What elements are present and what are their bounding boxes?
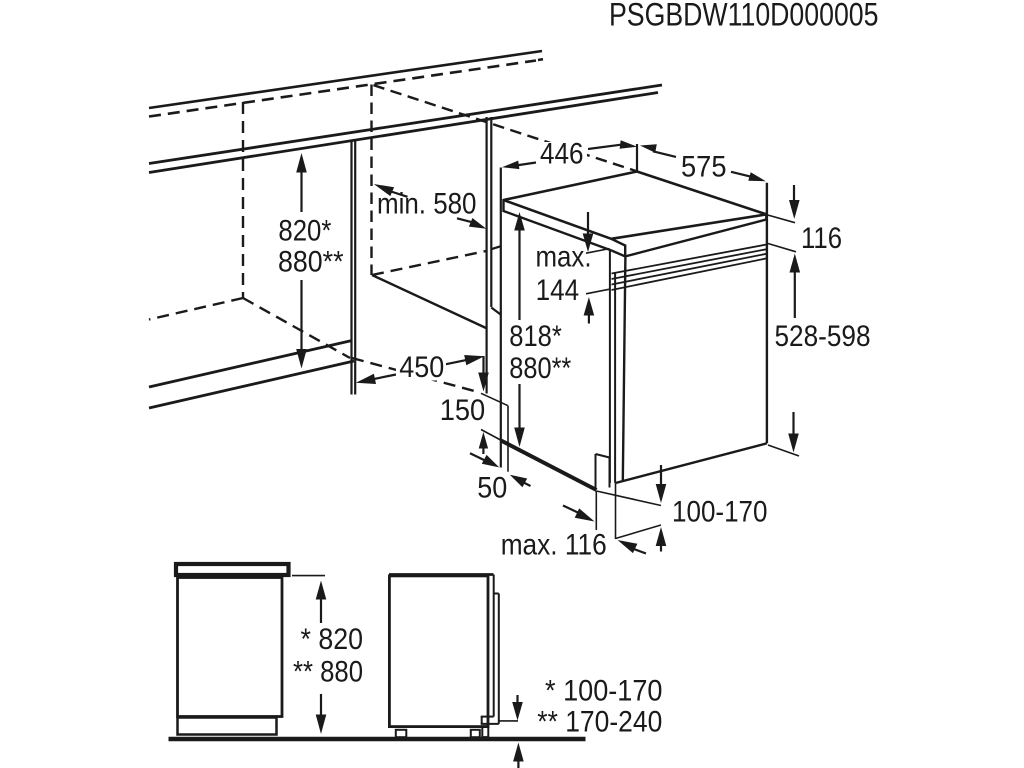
svg-text:** 170-240: ** 170-240 [537,706,662,739]
svg-text:116: 116 [801,222,842,255]
svg-text:575: 575 [681,151,727,184]
svg-text:50: 50 [477,471,507,504]
svg-text:max.: max. [536,240,592,273]
svg-text:100-170: 100-170 [672,496,768,529]
svg-text:818*: 818* [509,320,562,353]
svg-text:450: 450 [399,351,444,384]
svg-text:528-598: 528-598 [775,320,871,353]
svg-text:446: 446 [540,138,584,171]
svg-text:PSGBDW110D000005: PSGBDW110D000005 [609,0,879,33]
svg-text:** 880: ** 880 [293,656,363,689]
svg-text:min. 580: min. 580 [377,188,477,221]
svg-text:820*: 820* [278,214,331,247]
svg-text:880**: 880** [278,246,344,279]
svg-text:* 100-170: * 100-170 [545,675,663,708]
svg-text:* 820: * 820 [301,623,364,656]
svg-text:max. 116: max. 116 [501,529,607,562]
svg-text:150: 150 [440,394,486,427]
svg-text:144: 144 [536,274,580,307]
svg-text:880**: 880** [509,352,571,385]
